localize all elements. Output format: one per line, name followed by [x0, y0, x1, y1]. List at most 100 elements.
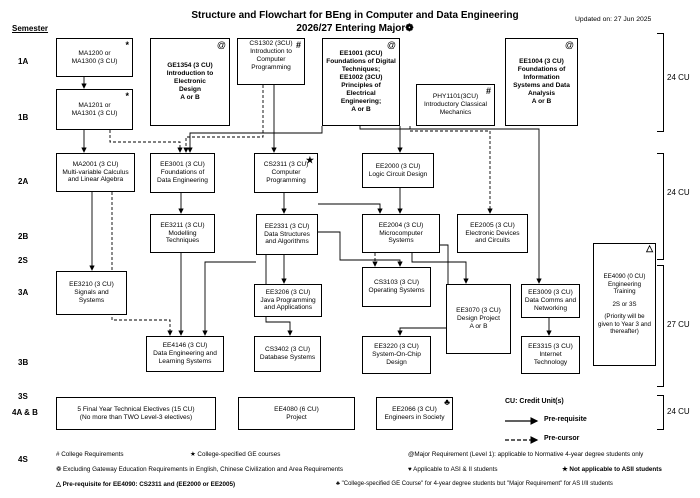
course-title: Operating Systems — [368, 287, 425, 294]
course-ma1201[interactable]: * MA1201 or MA1301 (3 CU) — [56, 89, 133, 130]
course-title: Computer — [256, 55, 286, 63]
course-title: Techniques — [165, 237, 200, 245]
course-title: Information — [523, 74, 560, 82]
course-title: Introductory Classical — [423, 101, 488, 109]
course-cs3103[interactable]: CS3103 (3 CU) Operating Systems — [362, 267, 431, 307]
course-code: EE2005 (3 CU) — [470, 221, 515, 229]
course-cs1302[interactable]: # CS1302 (3CU) Introduction to Computer … — [237, 38, 305, 85]
course-ee2000[interactable]: EE2000 (3 CU) Logic Circuit Design — [362, 153, 434, 188]
course-option: A or B — [531, 97, 552, 105]
college-gee-mark: * — [125, 91, 129, 101]
semester-2s: 2S — [18, 256, 28, 265]
course-code: CS2311 (3 CU) — [263, 161, 309, 169]
course-title: Foundations of Digital — [326, 58, 396, 66]
course-title: MA1301 (3 CU) — [71, 109, 118, 117]
course-code: EE4090 (0 CU) — [603, 273, 646, 281]
course-title: Analysis — [527, 89, 556, 97]
course-title: Design — [386, 358, 407, 366]
course-ee3220[interactable]: EE3220 (3 CU) System-On-Chip Design — [362, 336, 431, 374]
course-ee3211[interactable]: EE3211 (3 CU) Modelling Techniques — [150, 214, 215, 253]
course-ee3206[interactable]: EE3206 (3 CU) Java Programming and Appli… — [254, 284, 322, 317]
major-req-mark: @ — [386, 40, 396, 50]
course-title: and Applications — [263, 304, 313, 312]
course-title: Microcomputer — [379, 229, 423, 237]
course-ee3001[interactable]: EE3001 (3 CU) Foundations of Data Engine… — [150, 153, 215, 193]
course-code: MA1201 or — [78, 101, 111, 109]
course-title: Data Comms and — [524, 297, 577, 305]
title-mark: ❁ — [405, 22, 414, 34]
course-title: Principles of — [341, 82, 381, 89]
credit-year4: 24 CU — [667, 407, 690, 416]
line-cs1302-ee3001 — [183, 85, 264, 153]
course-ma2001[interactable]: MA2001 (3 CU) Multi-variable Calculus an… — [56, 153, 135, 192]
line-cs2311-ee2004 — [318, 203, 383, 214]
college-req-mark: # — [485, 86, 491, 96]
course-code: EE2331 (3 CU) — [264, 222, 310, 230]
legend-cu: CU: Credit Unit(s) — [505, 398, 564, 405]
legend-precursor-label: Pre-cursor — [544, 435, 580, 442]
course-code: EE3206 (3 CU) — [265, 288, 311, 296]
course-title: Systems — [78, 296, 105, 304]
course-title: Technology — [533, 358, 568, 366]
line-ee1002-ee2005 — [409, 126, 493, 214]
course-ee3210[interactable]: EE3210 (3 CU) Signals and Systems — [56, 271, 127, 315]
course-title: Training — [613, 288, 636, 296]
course-technical-electives[interactable]: 5 Final Year Technical Electives (15 CU)… — [56, 397, 216, 430]
course-title: Electrical — [346, 89, 376, 97]
course-ma1200[interactable]: * MA1200 or MA1300 (3 CU) — [56, 38, 133, 77]
college-gee-mark: ★ — [305, 155, 314, 165]
course-code: GE1354 (3 CU) — [167, 62, 213, 70]
course-title: Programming — [251, 63, 291, 71]
semester-3b: 3B — [18, 358, 29, 367]
course-ee1001-ee1002[interactable]: @ EE1001 (3CU) Foundations of Digital Te… — [322, 38, 400, 126]
course-ee2331[interactable]: EE2331 (3 CU) Data Structures and Algori… — [256, 214, 318, 255]
course-ee2004[interactable]: EE2004 (3 CU) Microcomputer Systems — [362, 214, 440, 253]
note-college-req: # College Requirements — [56, 451, 124, 458]
course-title: Foundations of — [517, 66, 566, 74]
course-code: EE2000 (3 CU) — [375, 162, 421, 170]
note-not-asii: ★ Not applicable to ASII students — [562, 466, 662, 473]
semester-3s: 3S — [18, 392, 28, 401]
semester-4s: 4S — [18, 455, 28, 464]
course-ee2005[interactable]: EE2005 (3 CU) Electronic Devices and Cir… — [457, 214, 528, 253]
course-ee4080[interactable]: EE4080 (6 CU) Project — [238, 397, 355, 430]
course-title: Engineering; — [340, 97, 382, 105]
course-ee4090[interactable]: △ EE4090 (0 CU) Engineering Training 2S … — [593, 243, 656, 366]
major-req-mark: @ — [216, 40, 226, 50]
course-note: given to Year 3 and — [598, 320, 651, 328]
course-ee4146[interactable]: EE4146 (3 CU) Data Engineering and Learn… — [146, 336, 224, 372]
course-title: Logic Circuit Design — [368, 170, 428, 178]
course-ee2066[interactable]: ♣ EE2066 (3 CU) Engineers in Society — [376, 397, 453, 430]
course-code: CS3402 (3 CU) — [264, 346, 311, 354]
course-ge1354[interactable]: @ GE1354 (3 CU) Introduction to Electron… — [150, 38, 230, 126]
course-ee3315[interactable]: EE3315 (3 CU) Internet Technology — [521, 336, 580, 374]
course-option: A or B — [180, 93, 200, 101]
course-title: Systems — [388, 237, 414, 245]
course-title: Design Project — [457, 315, 500, 323]
note-college-ge: ★ College-specified GE courses — [190, 451, 281, 458]
course-title: Java Programming — [260, 296, 316, 304]
course-title: Engineers in Society — [384, 413, 445, 421]
course-title: and Circuits — [475, 237, 510, 245]
course-title: Engineering — [607, 280, 642, 288]
line-ee2331-cs3103 — [318, 231, 403, 267]
line-ee2331-ee4146 — [202, 261, 256, 336]
club-mark: ♣ — [444, 397, 450, 407]
note-excluding-gateway: ❁ Excluding Gateway Education Requiremen… — [56, 466, 344, 473]
course-cs2311[interactable]: ★ CS2311 (3 CU) Computer Programming — [254, 153, 318, 193]
line-ee1001-ee3009 — [359, 126, 542, 284]
course-phy1101[interactable]: # PHY1101(3CU) Introductory Classical Me… — [416, 84, 495, 126]
course-title: Data Engineering — [157, 176, 208, 184]
course-title: Programming — [266, 176, 306, 184]
credit-year2: 24 CU — [667, 188, 690, 197]
course-term: 2S or 3S — [612, 300, 637, 308]
course-ee3009[interactable]: EE3009 (3 CU) Data Comms and Networking — [521, 284, 580, 318]
semester-2a: 2A — [18, 177, 29, 186]
line-ee2004-ee3070 — [411, 253, 469, 284]
line-ee1001-ee3001 — [187, 126, 323, 153]
credit-year3: 27 CU — [667, 320, 690, 329]
course-ee1004[interactable]: @ EE1004 (3 CU) Foundations of Informati… — [505, 38, 578, 126]
course-cs3402[interactable]: CS3402 (3 CU) Database Systems — [254, 336, 321, 372]
course-ee3070[interactable]: EE3070 (3 CU) Design Project A or B — [446, 284, 511, 354]
course-code: MA1200 or — [78, 49, 111, 57]
